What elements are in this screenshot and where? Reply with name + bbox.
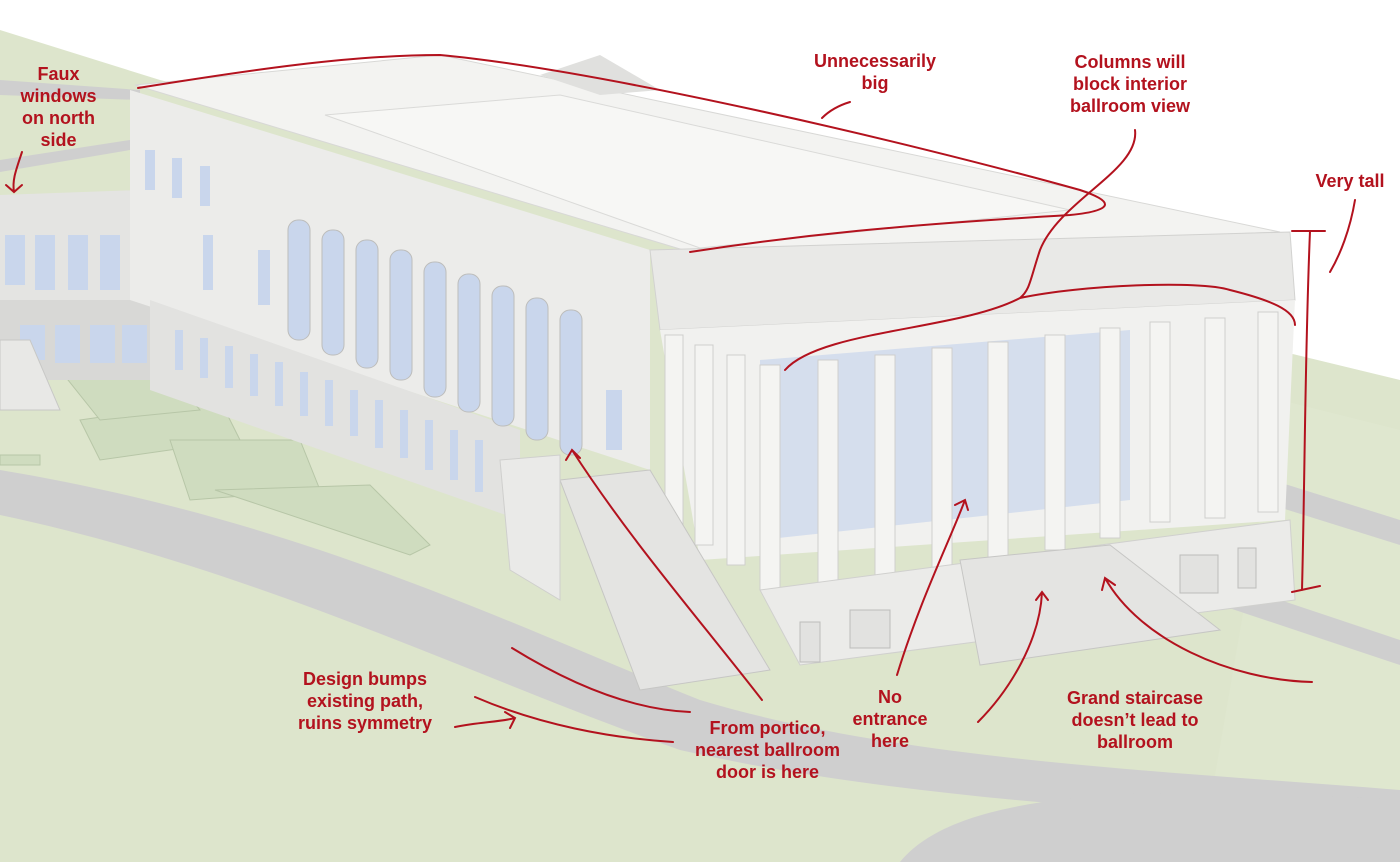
no-entrance-arrow [896,498,969,676]
left-path-2 [0,140,130,172]
left-path [0,80,140,100]
portico-door-arrow [565,448,763,701]
main-hall [130,54,1281,520]
very-tall-bracket [1291,230,1326,593]
annotation-grand-staircase: Grand staircase doesn’t lead to ballroom [1066,688,1204,752]
roof-outline [137,53,1106,253]
annotation-faux-windows: Faux windows on north side [20,64,97,150]
annotation-unnecessarily-big: Unnecessarily big [813,51,937,93]
curved-path-lower [900,792,1400,862]
grand-staircase-arrow-1 [977,590,1049,723]
grand-staircase-arrow-2 [1101,576,1313,683]
annotation-design-bumps-path: Design bumps existing path, ruins symmet… [297,669,433,733]
portico [499,231,1296,691]
design-bumps-arrow [454,647,691,743]
faux-windows-arrow [5,151,23,194]
annotation-strokes [5,53,1356,743]
annotation-nearest-ballroom-door: From portico, nearest ballroom door is h… [694,718,841,782]
annotation-no-entrance: No entrance here [852,687,928,751]
annotation-very-tall: Very tall [1315,171,1385,191]
annotation-columns-block-view: Columns will block interior ballroom vie… [1069,52,1191,116]
garden-planters [0,349,431,556]
columns-arrow [784,129,1296,371]
north-wing [0,190,180,411]
